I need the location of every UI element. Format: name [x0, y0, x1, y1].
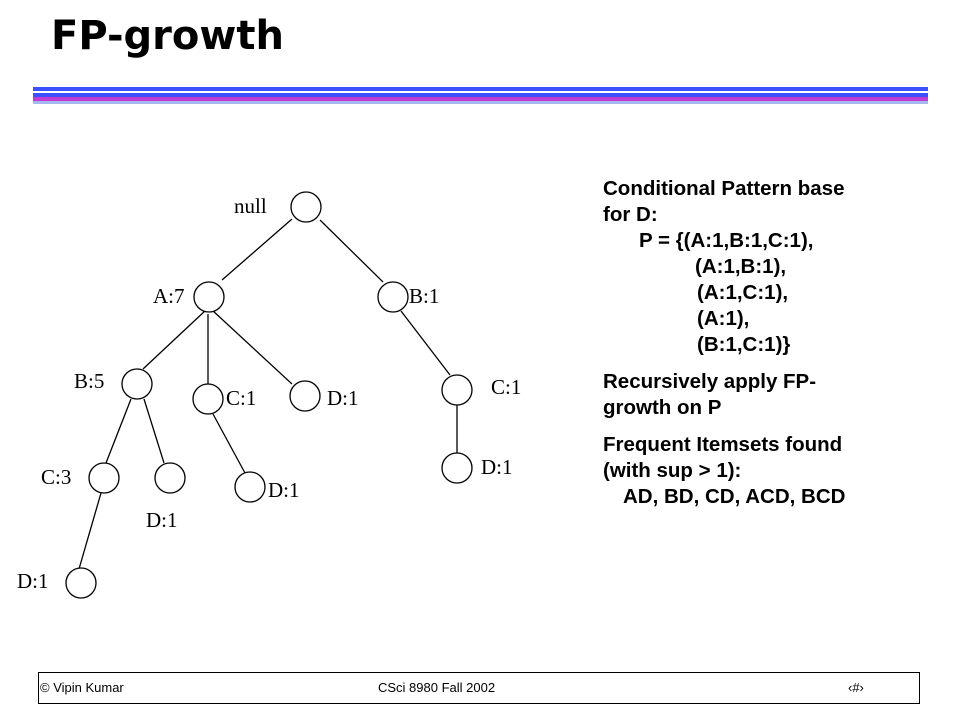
- node-d1-under-c1: [234, 471, 266, 503]
- node-d1-bottom: [65, 567, 97, 599]
- frequent-line-2: (with sup > 1):: [603, 459, 742, 482]
- edge-c1-d1: [212, 413, 246, 474]
- label-c1-mid: C:1: [226, 386, 256, 410]
- label-b5: B:5: [74, 369, 104, 393]
- frequent-line-1: Frequent Itemsets found: [603, 433, 843, 456]
- edge-b1-c1-right: [400, 310, 451, 376]
- node-b5: [121, 368, 153, 400]
- node-a7: [193, 281, 225, 313]
- pattern-base-line-4: (A:1),: [697, 307, 750, 330]
- node-c1-mid: [192, 383, 224, 415]
- pattern-base-line-3: (A:1,C:1),: [697, 281, 789, 304]
- footer-frame: [38, 672, 920, 704]
- tree-nodes: [65, 191, 473, 599]
- edge-c3-d1-bottom: [78, 492, 102, 570]
- recursive-line-1: Recursively apply FP-: [603, 370, 817, 393]
- label-b1: B:1: [409, 284, 439, 308]
- pattern-base-line-5: (B:1,C:1)}: [697, 333, 791, 356]
- node-c3: [88, 462, 120, 494]
- label-null: null: [234, 194, 267, 218]
- node-b1: [377, 281, 409, 313]
- edge-null-a7: [221, 218, 293, 281]
- edge-a7-b5: [142, 309, 207, 370]
- title-rule-blue-2: [33, 93, 928, 97]
- pattern-base-line-1: P = {(A:1,B:1,C:1),: [639, 229, 814, 252]
- footer-page-number: ‹#›: [848, 680, 864, 695]
- conditional-pattern-panel: Conditional Pattern base for D: P = {(A:…: [603, 176, 943, 510]
- node-null: [290, 191, 322, 223]
- footer-course: CSci 8980 Fall 2002: [378, 680, 496, 695]
- panel-heading-line-1: Conditional Pattern base: [603, 177, 845, 200]
- title-rule-blue-1: [33, 87, 928, 91]
- frequent-itemsets-list: AD, BD, CD, ACD, BCD: [623, 485, 846, 508]
- node-d1-mid: [289, 380, 321, 412]
- label-c3: C:3: [41, 465, 71, 489]
- slide-title: FP-growth: [51, 13, 284, 59]
- edge-b5-c3: [105, 398, 132, 464]
- edge-null-b1: [319, 219, 384, 283]
- label-d1-right: D:1: [481, 455, 513, 479]
- edge-a7-d1: [211, 309, 293, 385]
- tree-labels: null A:7 B:1 B:5 C:1 D:1 C:1 C:3 D:1 D:1…: [17, 194, 521, 593]
- pattern-base-line-2: (A:1,B:1),: [695, 255, 787, 278]
- node-d1-under-b5: [154, 462, 186, 494]
- label-a7: A:7: [153, 284, 185, 308]
- tree-edges: [78, 218, 458, 570]
- label-d1-under-b5: D:1: [146, 508, 178, 532]
- label-d1-bottom: D:1: [17, 569, 49, 593]
- node-c1-right: [441, 374, 473, 406]
- label-d1-under-c1: D:1: [268, 478, 300, 502]
- node-d1-right: [441, 452, 473, 484]
- label-d1-mid: D:1: [327, 386, 359, 410]
- panel-heading-line-2: for D:: [603, 203, 658, 226]
- recursive-line-2: growth on P: [603, 396, 722, 419]
- title-rule-light: [33, 101, 928, 104]
- title-rule-magenta: [33, 97, 928, 101]
- label-c1-right: C:1: [491, 375, 521, 399]
- footer-copyright: © Vipin Kumar: [40, 680, 124, 695]
- edge-b5-d1: [143, 398, 165, 464]
